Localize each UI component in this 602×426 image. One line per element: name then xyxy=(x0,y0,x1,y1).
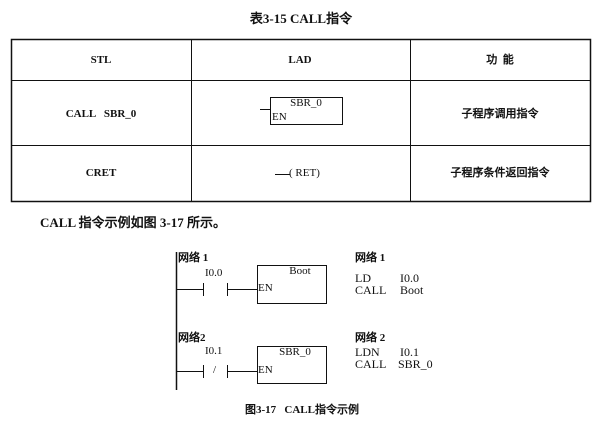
n1-stl-arg1: I0.0 xyxy=(400,271,419,285)
row1-stl: CALL SBR_0 xyxy=(65,108,137,120)
n2-stl-arg1: I0.1 xyxy=(400,345,419,359)
n1-label: 网络 1 xyxy=(178,252,209,264)
row2-stl: CRET xyxy=(85,167,117,179)
n1-stl-arg2: Boot xyxy=(400,283,424,297)
n2-contact-negation: / xyxy=(213,364,217,376)
header-stl: STL xyxy=(90,54,112,66)
n1-en: EN xyxy=(258,282,273,294)
table-caption: 表3-15 CALL指令 xyxy=(249,11,353,26)
n2-contact-address: I0.1 xyxy=(205,345,223,357)
n2-en: EN xyxy=(258,364,273,376)
n2-stl-arg2: SBR_0 xyxy=(398,357,433,371)
paragraph: CALL 指令示例如图 3-17 所示。 xyxy=(40,215,226,230)
n1-stl-op1: LD xyxy=(355,271,371,285)
row2-function: 子程序条件返回指令 xyxy=(450,167,550,179)
n2-box xyxy=(257,346,327,384)
n2-box-label: SBR_0 xyxy=(279,346,311,358)
n1-box-label: Boot xyxy=(289,265,311,277)
n1-stl-label: 网络 1 xyxy=(355,252,386,264)
lad-box-sbr0 xyxy=(270,97,343,125)
row1-function: 子程序调用指令 xyxy=(461,108,539,120)
figure-caption: 图3-17 CALL指令示例 xyxy=(245,404,359,416)
n1-contact-address: I0.0 xyxy=(205,267,223,279)
header-function: 功 能 xyxy=(486,54,514,66)
row1-lad-box-label: SBR_0 xyxy=(290,97,322,109)
row1-lad-en: EN xyxy=(272,111,287,123)
header-lad: LAD xyxy=(288,54,312,66)
n1-box xyxy=(257,265,327,304)
row2-lad-coil: ( RET) xyxy=(289,167,320,179)
n2-label: 网络2 xyxy=(178,332,206,344)
n2-stl-op2: CALL xyxy=(355,357,387,371)
n1-stl-op2: CALL xyxy=(355,283,387,297)
table-border xyxy=(10,38,592,203)
n2-stl-label: 网络 2 xyxy=(355,332,386,344)
n2-stl-op1: LDN xyxy=(355,345,380,359)
